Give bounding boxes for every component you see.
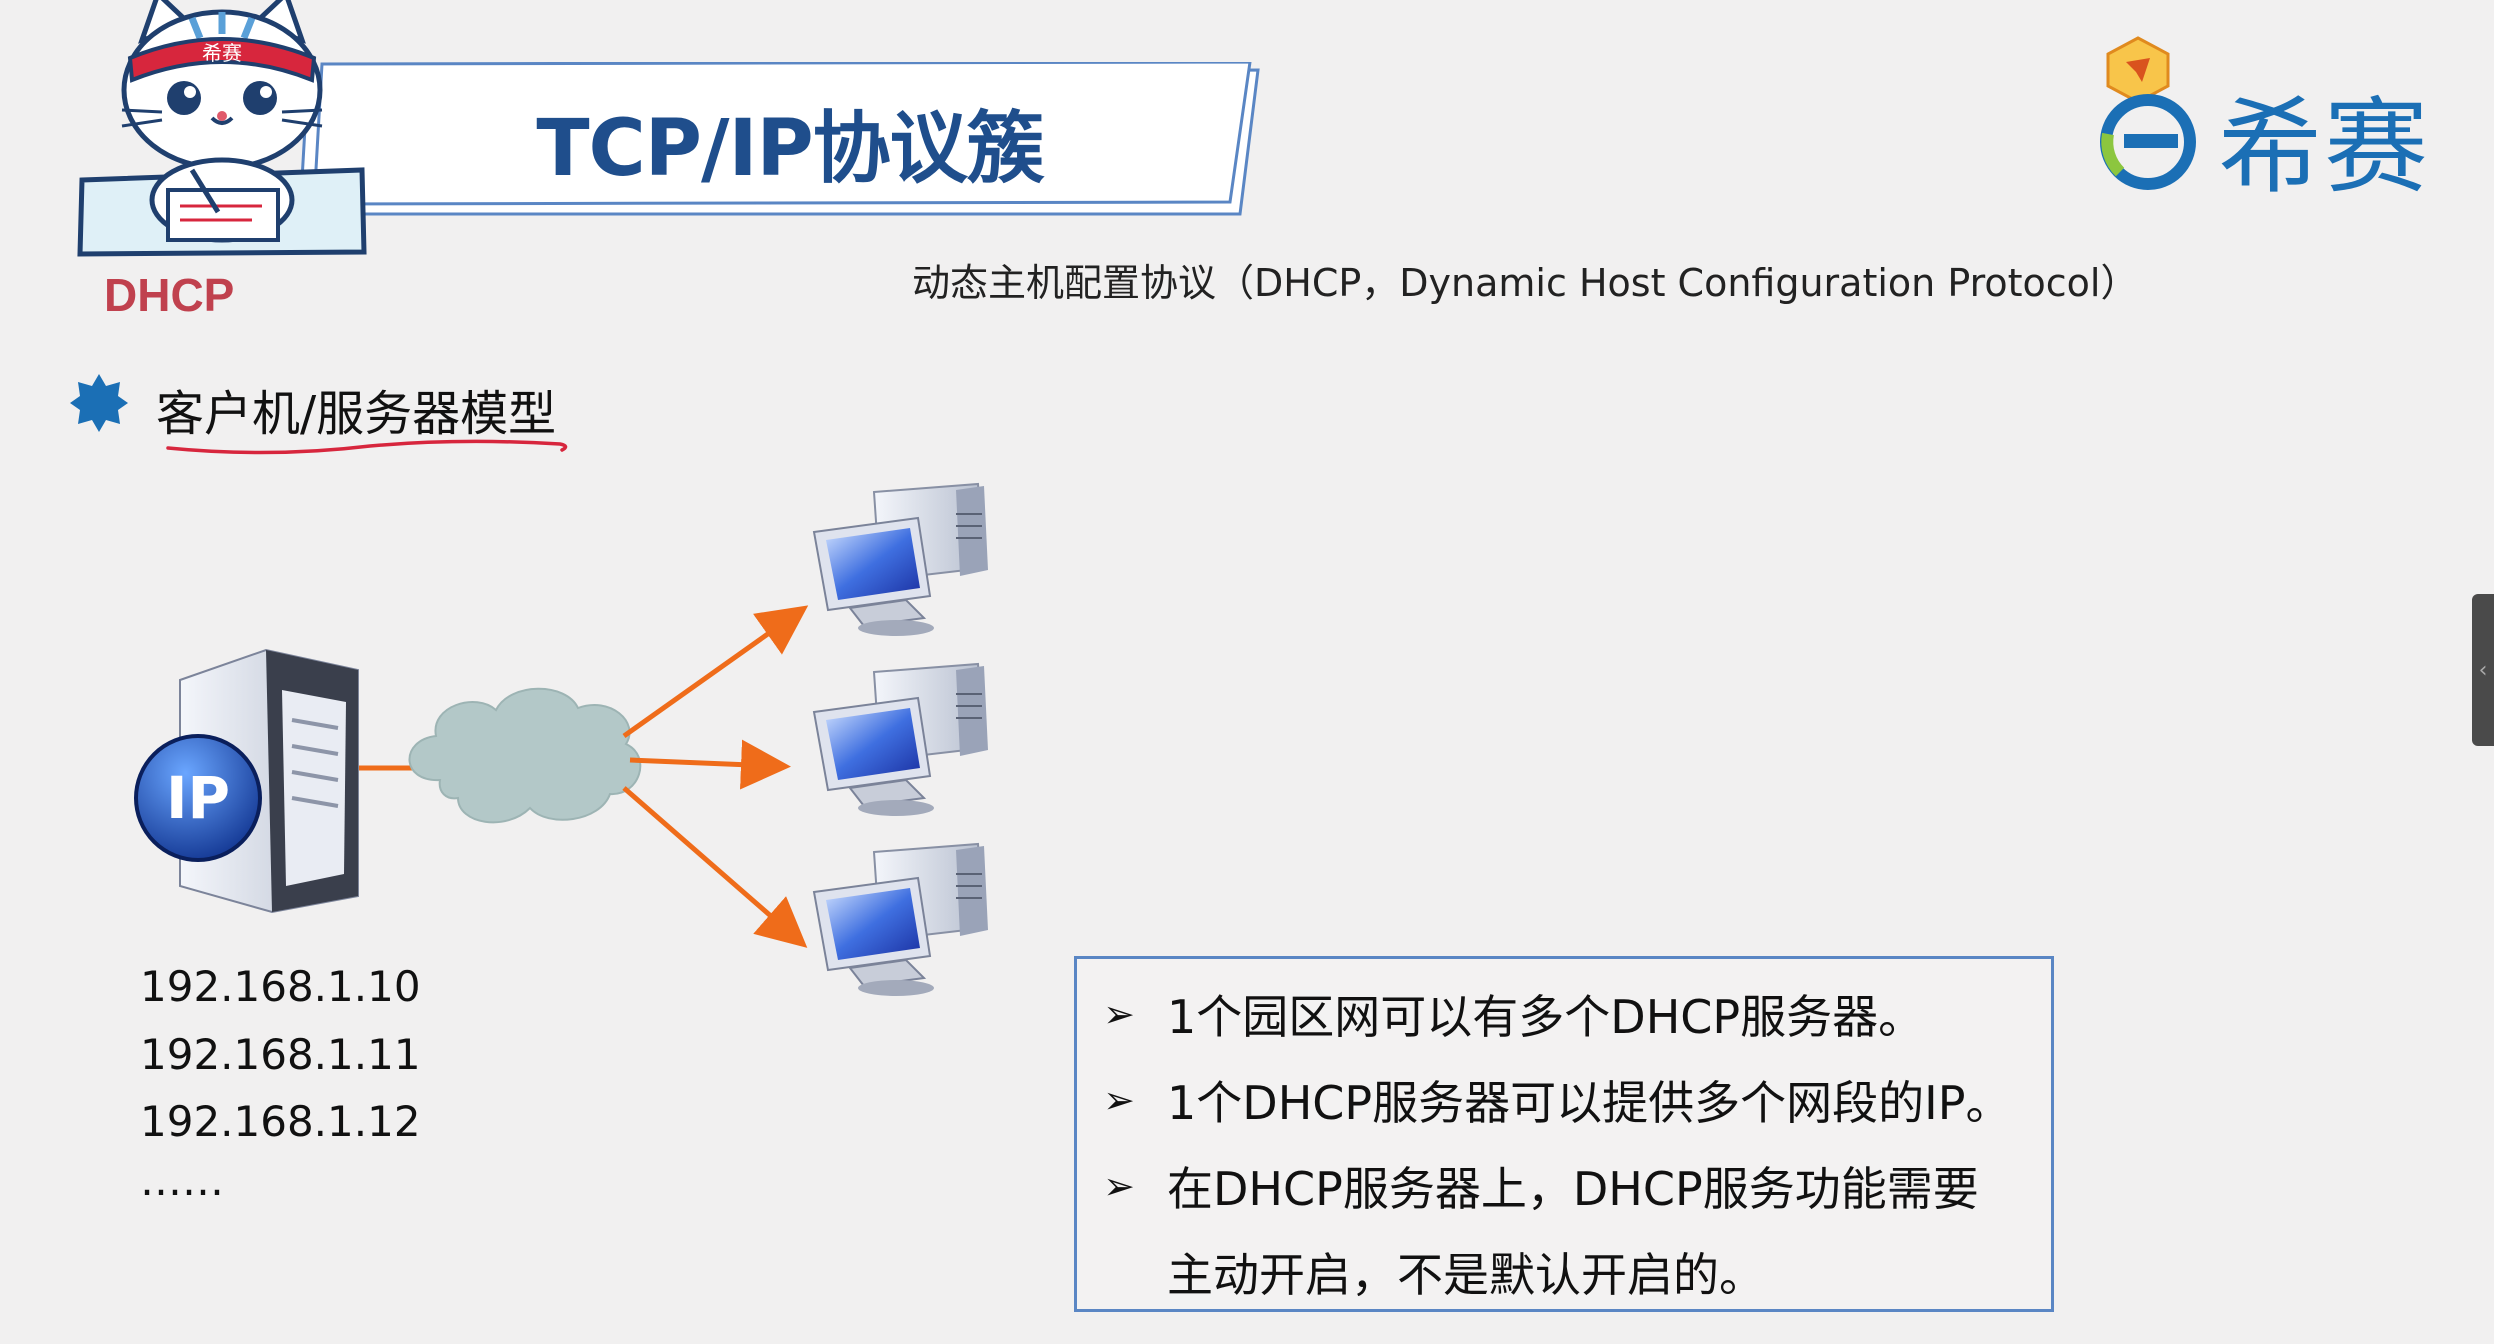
info-box: ➢ 1个园区网可以有多个DHCP服务器。 ➢ 1个DHCP服务器可以提供多个网段… xyxy=(1074,956,2054,1312)
mascot-cat-icon: 希赛 xyxy=(77,0,367,257)
star-bullet-icon xyxy=(70,374,128,432)
page-title: TCP/IP协议簇 xyxy=(536,104,1044,194)
info-line: ➢ 在DHCP服务器上，DHCP服务功能需要 xyxy=(1099,1153,1979,1219)
side-panel-toggle[interactable]: ‹ xyxy=(2472,594,2494,746)
arrow-bullet-icon: ➢ xyxy=(1103,1164,1135,1208)
ip-address: 192.168.1.10 xyxy=(140,962,421,1011)
hand-drawn-underline xyxy=(166,439,568,455)
client-computer-icon xyxy=(813,483,989,637)
info-text: 在DHCP服务器上，DHCP服务功能需要 xyxy=(1167,1162,1979,1216)
topic-label: DHCP xyxy=(104,269,235,321)
mascot-badge: 希赛 xyxy=(202,41,242,65)
client-computer-icon xyxy=(813,663,989,817)
info-line: ➢ 1个园区网可以有多个DHCP服务器。 xyxy=(1099,981,1924,1047)
info-line-continued: 主动开启，不是默认开启的。 xyxy=(1167,1248,1765,1302)
server-icon: IP xyxy=(134,648,359,914)
logo-text: 希赛 xyxy=(2218,86,2431,208)
arrow-to-client-3 xyxy=(622,786,808,948)
info-text: 1个DHCP服务器可以提供多个网段的IP。 xyxy=(1167,1076,2012,1130)
arrow-bullet-icon: ➢ xyxy=(1103,1078,1135,1122)
logo-icon xyxy=(2100,36,2196,190)
title-banner xyxy=(300,62,1260,216)
network-diagram: IP xyxy=(134,483,989,997)
client-computer-icon xyxy=(813,843,989,997)
arrow-bullet-icon: ➢ xyxy=(1103,992,1135,1036)
server-ip-badge: IP xyxy=(166,764,230,832)
chevron-left-icon: ‹ xyxy=(2478,657,2488,683)
ip-address-ellipsis: …… xyxy=(140,1156,224,1205)
arrow-to-client-1 xyxy=(622,605,809,739)
ip-address: 192.168.1.11 xyxy=(140,1030,421,1079)
section-heading: 客户机/服务器模型 xyxy=(156,386,557,442)
cloud-icon xyxy=(408,687,642,824)
info-line: ➢ 1个DHCP服务器可以提供多个网段的IP。 xyxy=(1099,1067,2011,1133)
subtitle: 动态主机配置协议（DHCP，Dynamic Host Configuration… xyxy=(912,261,2139,305)
info-text: 1个园区网可以有多个DHCP服务器。 xyxy=(1167,990,1925,1044)
ip-address: 192.168.1.12 xyxy=(140,1097,421,1146)
arrow-to-client-2 xyxy=(629,739,791,790)
